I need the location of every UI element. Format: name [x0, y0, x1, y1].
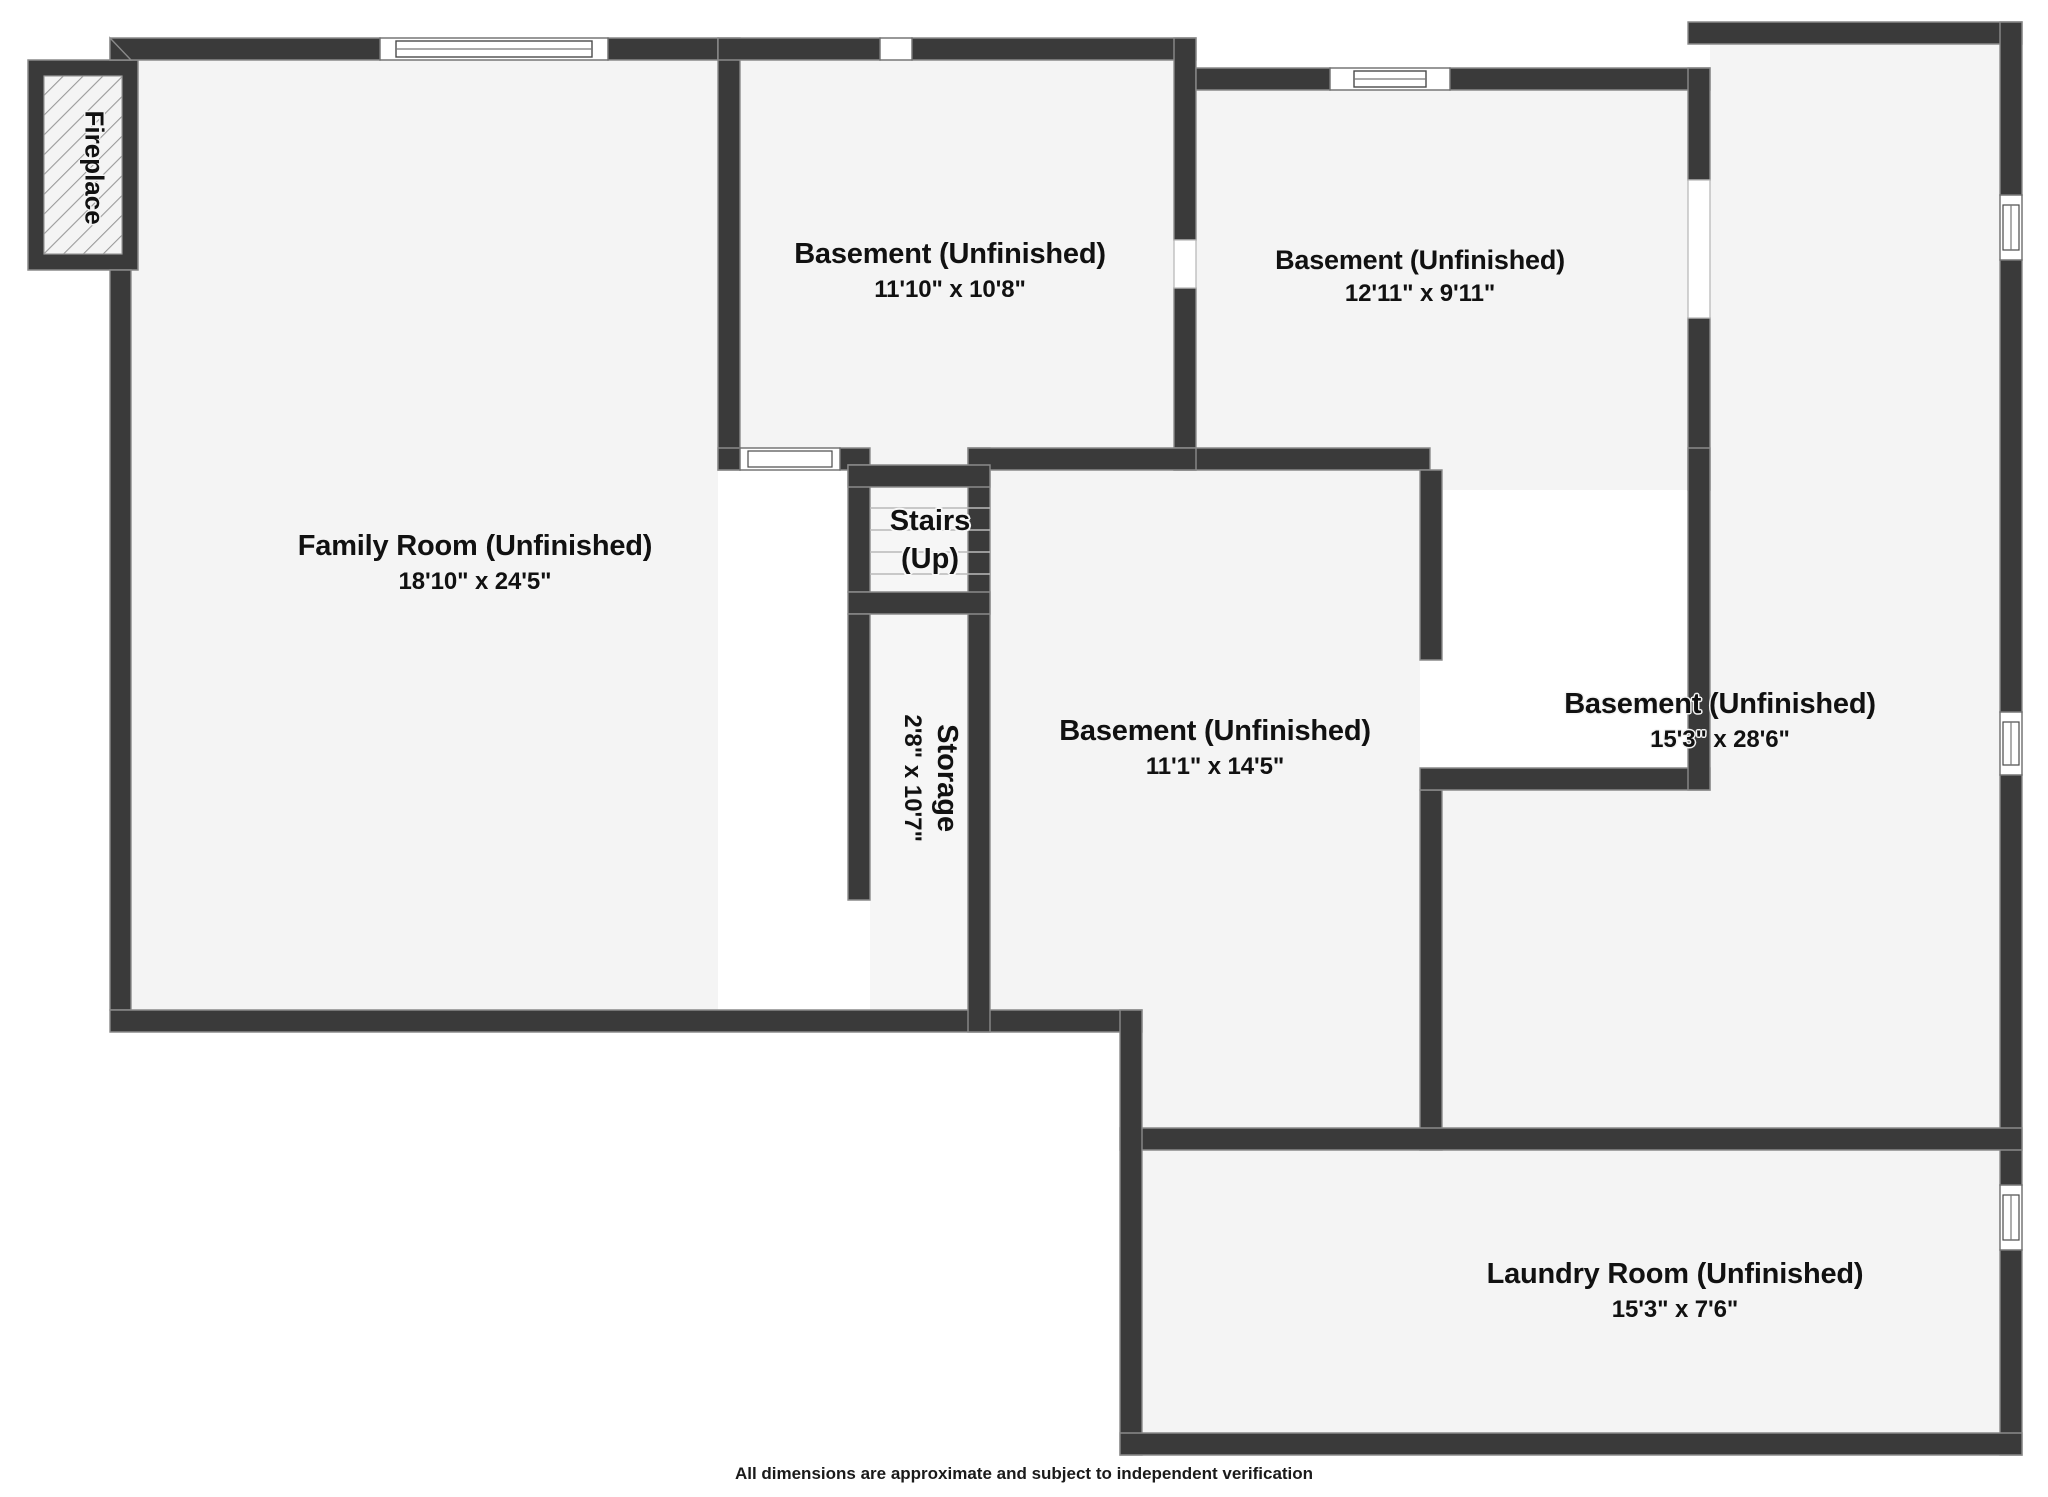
wall-topright-right — [1687, 67, 1711, 181]
wall-family-left-upper — [109, 36, 133, 61]
wall-storage-left — [847, 613, 871, 901]
wall-family-top-left — [109, 37, 381, 61]
wall-topright-bottom — [1173, 447, 1431, 471]
room-fill-basement-top-right — [1196, 85, 1710, 490]
openings — [1173, 179, 1711, 319]
opening-topcenter-right — [1173, 239, 1197, 289]
wall-right-left — [1419, 789, 1443, 1151]
room-fill-laundry-room — [1142, 1150, 2022, 1455]
storage-label-dims: 2'8" x 10'7" — [898, 714, 926, 842]
window-right-outer-3 — [1999, 1184, 2023, 1251]
wall-stairs-bottom — [847, 591, 991, 615]
wall-center-top — [967, 447, 1197, 471]
walls — [109, 21, 2023, 1456]
footer-disclaimer: All dimensions are approximate and subje… — [0, 1464, 2048, 1484]
fireplace-feature — [27, 59, 139, 271]
window-right-outer-1 — [1999, 194, 2023, 261]
wall-topcenter-top-left — [717, 37, 881, 61]
wall-right-outer-a — [1999, 21, 2023, 196]
wall-right-outer-c — [1999, 774, 2023, 1186]
wall-right-connector — [1687, 447, 1711, 791]
fireplace-label: Fireplace — [79, 111, 110, 225]
wall-topright-stub — [1419, 469, 1443, 661]
wall-topcenter-left — [717, 37, 741, 471]
room-fill-storage — [870, 592, 990, 1010]
window-topcenter-bottom — [739, 447, 841, 471]
footer-disclaimer-text: All dimensions are approximate and subje… — [734, 1464, 1314, 1483]
wall-topright-top-right — [1449, 67, 1711, 91]
window-family-top — [379, 37, 609, 61]
room-fill-family-room — [131, 60, 718, 1010]
wall-stairs-top — [847, 464, 991, 488]
room-fill-basement-right — [1420, 40, 2022, 1150]
wall-right-top — [1687, 21, 2023, 45]
room-fills — [131, 40, 2022, 1455]
storage-label-name: Storage — [931, 724, 964, 833]
stair-treads — [870, 507, 990, 575]
fireplace-label-text: Fireplace — [79, 110, 110, 225]
wall-laundry-left — [1119, 1009, 1143, 1456]
wall-family-top-right — [607, 37, 719, 61]
window-topright-top — [1329, 67, 1451, 91]
wall-laundry-bottom — [1119, 1432, 2023, 1456]
storage-label: Storage 2'8" x 10'7" — [897, 653, 963, 903]
room-fill-basement-center — [990, 470, 1420, 1150]
stairs-label-line1: Stairs — [889, 505, 971, 537]
window-right-outer-2 — [1999, 711, 2023, 776]
wall-laundry-top — [1119, 1127, 2023, 1151]
windows — [379, 37, 2023, 1251]
wall-right-divider — [1419, 767, 1711, 791]
wall-family-left — [109, 269, 132, 1011]
room-fill-basement-top-center — [718, 45, 1196, 470]
stairs-label-line2: (Up) — [901, 542, 959, 575]
wall-topcenter-bottom-left — [717, 447, 741, 471]
wall-right-outer-b — [1999, 259, 2023, 713]
wall-topcenter-right-lower — [1173, 287, 1197, 471]
wall-topright-top-left — [1195, 67, 1331, 91]
wall-topcenter-top-right — [911, 37, 1197, 61]
opening-right-upper — [1687, 179, 1711, 319]
room-fill-stairs — [870, 487, 990, 592]
wall-topcenter-right — [1173, 37, 1197, 241]
stairs-label: Stairs (Up) — [870, 503, 990, 578]
wall-right-outer-d — [1999, 1249, 2023, 1456]
window-topcenter-top — [879, 37, 913, 61]
